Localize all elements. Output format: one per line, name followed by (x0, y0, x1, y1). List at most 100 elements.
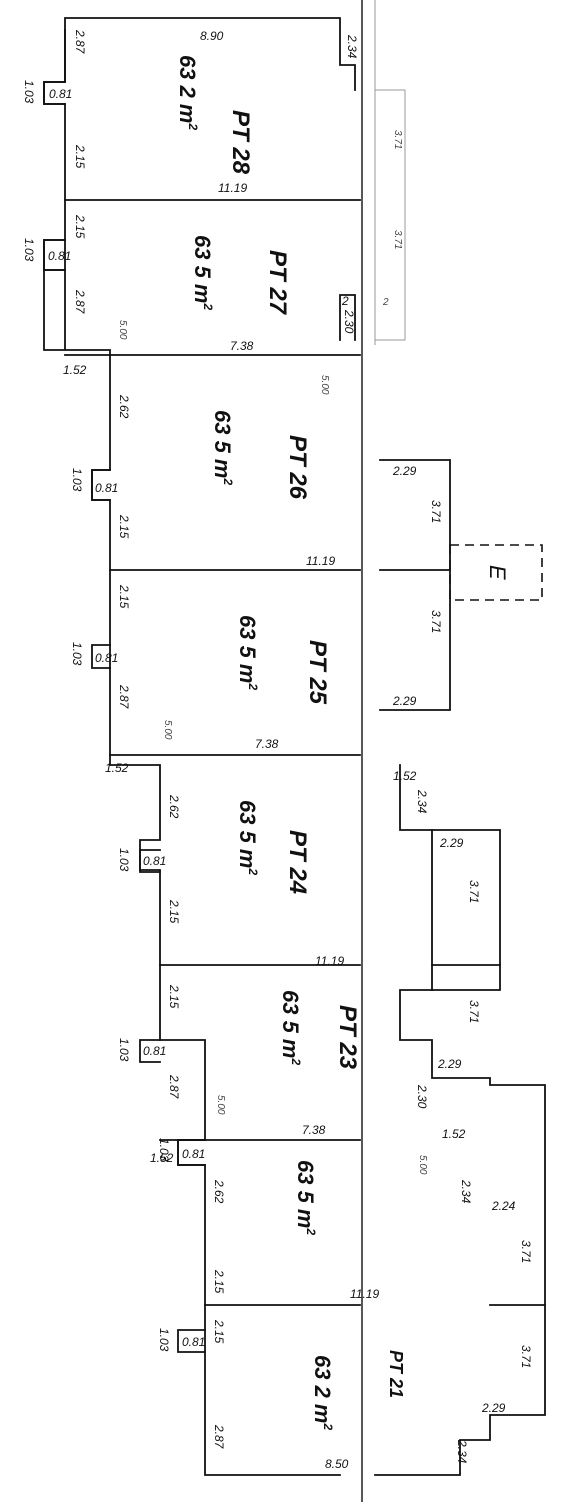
dim-152-c: 1.52 (150, 1151, 174, 1165)
dim-262-a: 2.62 (117, 394, 131, 419)
dim-215-h: 2.15 (212, 1319, 226, 1344)
dim-1119-b: 11.19 (306, 554, 335, 568)
dim-371-e: 3.71 (467, 880, 481, 903)
dim-103-b: 1.03 (22, 238, 36, 262)
dim-890: 8.90 (200, 29, 224, 43)
dim-215-c: 2.15 (117, 514, 131, 539)
right-upper-outline (375, 89, 406, 341)
dim-081-h: 0.81 (182, 1335, 205, 1349)
dim-081-d: 0.81 (95, 651, 118, 665)
dim-081-e: 0.81 (143, 854, 166, 868)
dim-738-b: 7.38 (255, 737, 279, 751)
dim-500-a: 5.00 (117, 320, 128, 340)
dim-081-f: 0.81 (143, 1044, 166, 1058)
dim-371-d: 3.71 (429, 610, 443, 633)
dim-371-g: 3.71 (519, 1240, 533, 1263)
dim-234-b: 2.34 (415, 789, 429, 814)
dim-224: 2.24 (491, 1199, 516, 1213)
lot-label-pt27: PT 27 (264, 250, 291, 316)
dim-081-a: 0.81 (49, 87, 72, 101)
lot-label-pt26: PT 26 (284, 435, 311, 500)
dim-738-a: 7.38 (230, 339, 254, 353)
area-pt24: 63 5 m2 (235, 800, 260, 876)
dim-287-e: 2.87 (212, 1424, 226, 1450)
bay-pt26 (91, 469, 111, 501)
dim-103-d: 1.03 (70, 642, 84, 666)
dim-215-f: 2.15 (167, 984, 181, 1009)
right-pt24-box (431, 829, 501, 991)
bay-pt27 (43, 239, 66, 271)
dim-1119-d: 11.19 (350, 1287, 379, 1301)
dim-1119-c: 11.19 (315, 954, 344, 968)
pt27-right-notch (339, 294, 356, 341)
dim-500-e: 5.00 (417, 1155, 428, 1175)
bay-pt28 (43, 81, 66, 105)
dim-371-a: 3.71 (392, 130, 403, 149)
dim-229-a: 2.29 (392, 464, 417, 478)
bay-pt24 (139, 849, 161, 873)
dim-850: 8.50 (325, 1457, 349, 1471)
dim-215-b: 2.15 (73, 214, 87, 239)
dim-287-d: 2.87 (167, 1074, 181, 1100)
dim-371-b: 3.71 (392, 230, 403, 249)
dim-215-d: 2.15 (117, 584, 131, 609)
easement-label: E (485, 565, 510, 580)
area-pt22: 63 5 m2 (293, 1160, 318, 1236)
dim-215-e: 2.15 (167, 899, 181, 924)
dim-152-e: 1.52 (442, 1127, 466, 1141)
dim-234-c: 2.34 (459, 1179, 473, 1204)
bay-pt23 (139, 1039, 161, 1063)
dim-081-c: 0.81 (95, 481, 118, 495)
lot-label-pt21: PT 21 (386, 1350, 406, 1398)
dim-738-c: 7.38 (302, 1123, 326, 1137)
dim-215-g: 2.15 (212, 1269, 226, 1294)
dim-229-e: 2.29 (481, 1401, 506, 1415)
bay-pt22 (177, 1139, 206, 1166)
dim-262-b: 2.62 (167, 794, 181, 819)
right-lots-outline (374, 459, 546, 1476)
dim-230-b: 2.30 (415, 1084, 429, 1109)
dim-234-a: 2.34 (345, 34, 359, 59)
dim-371-c: 3.71 (429, 500, 443, 523)
easement-box (449, 544, 543, 601)
dim-103-h: 1.03 (157, 1328, 171, 1352)
dim-287-b: 2.87 (73, 289, 87, 315)
dim-371-h: 3.71 (519, 1345, 533, 1368)
dim-500-b: 5.00 (319, 375, 330, 395)
dim-229-d: 2.29 (437, 1057, 462, 1071)
dim-081-g: 0.81 (182, 1147, 205, 1161)
area-pt21: 63 2 m2 (310, 1355, 335, 1431)
dim-103-g: 1.03 (157, 1138, 171, 1162)
area-pt27: 63 5 m2 (190, 235, 215, 311)
dim-230-a: 2.30 (342, 309, 356, 334)
dim-152-a: 1.52 (63, 363, 87, 377)
dim-103-f: 1.03 (117, 1038, 131, 1062)
dim-1119-a: 11.19 (218, 181, 247, 195)
dim-500-d: 5.00 (215, 1095, 226, 1115)
dim-287-c: 2.87 (117, 684, 131, 710)
dim-152-d: 1.52 (393, 769, 417, 783)
dim-215-a: 2.15 (73, 144, 87, 169)
dim-500-c: 5.00 (162, 720, 173, 740)
bay-pt21 (177, 1329, 206, 1353)
dim-103-e: 1.03 (117, 848, 131, 872)
dim-103-a: 1.03 (22, 80, 36, 104)
lot-label-pt23: PT 23 (334, 1005, 361, 1070)
lot-label-pt28: PT 28 (227, 110, 254, 175)
lot-label-pt24: PT 24 (284, 830, 311, 894)
dim-103-c: 1.03 (70, 468, 84, 492)
dim-229-b: 2.29 (392, 694, 417, 708)
dim-371-f: 3.71 (467, 1000, 481, 1023)
area-pt26: 63 5 m2 (210, 410, 235, 486)
dim-081-b: 0.81 (48, 249, 71, 263)
area-pt25: 63 5 m2 (235, 615, 260, 691)
dim-262-c: 2.62 (212, 1179, 226, 1204)
bay-pt25 (91, 644, 111, 669)
dim-152-b: 1.52 (105, 761, 129, 775)
dim-229-c: 2.29 (439, 836, 464, 850)
area-pt28: 63 2 m2 (175, 55, 200, 131)
lot-label-pt25: PT 25 (304, 640, 331, 705)
dim-2-a: 2 (341, 294, 349, 308)
dim-287-a: 2.87 (73, 29, 87, 55)
